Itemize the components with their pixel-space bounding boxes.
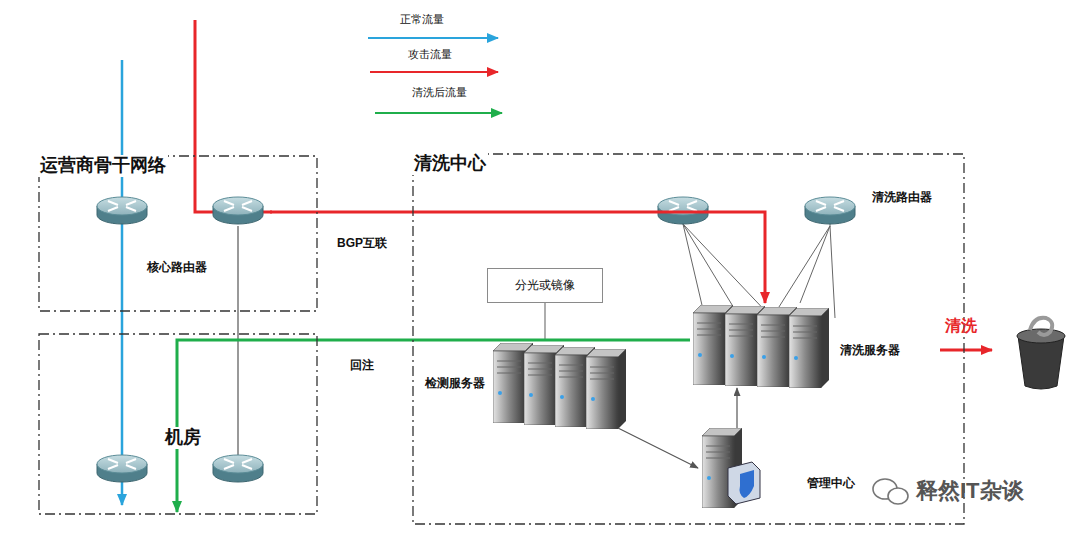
- node-label: 核心路由器: [145, 260, 209, 274]
- legend-label: 清洗后流量: [412, 86, 467, 99]
- wechat-icon: [888, 488, 908, 504]
- scrubbing-center-region: 清洗路由器分光或镜像检测服务器 清洗服务器管理中心 清洗中心: [412, 153, 965, 525]
- router-icon: [97, 197, 147, 224]
- server-node: 管理中心: [698, 428, 861, 508]
- region-border: [413, 154, 964, 524]
- attack-flow-line: [195, 20, 272, 212]
- legend-sample: [375, 112, 502, 114]
- alert-arrow: [618, 428, 698, 468]
- legend-label: 攻击流量: [408, 48, 452, 61]
- monitor-icon: [728, 462, 760, 504]
- node-label: 清洗路由器: [870, 190, 934, 204]
- region-border: [39, 156, 317, 311]
- region-outline: [38, 333, 318, 515]
- region-title: 机房: [163, 427, 203, 449]
- node-label: 管理中心: [805, 476, 857, 490]
- region-border: [39, 334, 317, 514]
- shield-icon: [740, 470, 755, 498]
- edge-label: BGP互联: [335, 236, 389, 250]
- legend-sample: [370, 71, 498, 73]
- normal-flow-line: [121, 60, 124, 505]
- trash-can: [1018, 336, 1064, 389]
- router-link: [800, 226, 830, 303]
- discard-arrow: [940, 349, 992, 352]
- server-group: 检测服务器: [420, 340, 628, 428]
- mirror-line: [544, 303, 545, 340]
- legend-label: 正常流量: [400, 13, 444, 26]
- router-link: [683, 224, 772, 318]
- control-arrow: [736, 388, 737, 428]
- server-icon: [789, 308, 829, 388]
- node-label: 分光或镜像: [513, 278, 577, 292]
- region-title: 清洗中心: [412, 153, 488, 175]
- machine-room-region: 机房: [38, 333, 318, 515]
- clean-flow: [177, 340, 690, 512]
- region-outline: [38, 155, 318, 312]
- router-icon: [805, 197, 855, 224]
- trash-swirl: [1030, 318, 1052, 335]
- legend-sample: [368, 37, 498, 39]
- router-icon: [213, 197, 263, 224]
- router-icon: [97, 455, 147, 482]
- router-link: [772, 224, 835, 318]
- server-group: 清洗服务器: [690, 303, 910, 388]
- region-title: 运营商骨干网络: [38, 155, 168, 177]
- router-icon: [213, 455, 263, 482]
- router-group: 核心路由器: [95, 190, 270, 282]
- node-label: 检测服务器: [423, 376, 487, 390]
- region-outline: [412, 153, 965, 525]
- router-node: 清洗路由器: [805, 188, 945, 226]
- watermark: 释然IT杂谈: [916, 478, 1024, 504]
- network-region: 核心路由器 运营商骨干网络: [38, 155, 318, 312]
- node-label: 清洗服务器: [838, 343, 902, 357]
- server-icon: [586, 349, 626, 429]
- splitter-box: 分光或镜像: [487, 268, 603, 303]
- action-label: 清洗: [945, 316, 977, 335]
- edge-label: 回注: [348, 358, 376, 372]
- attack-flow: [270, 212, 765, 303]
